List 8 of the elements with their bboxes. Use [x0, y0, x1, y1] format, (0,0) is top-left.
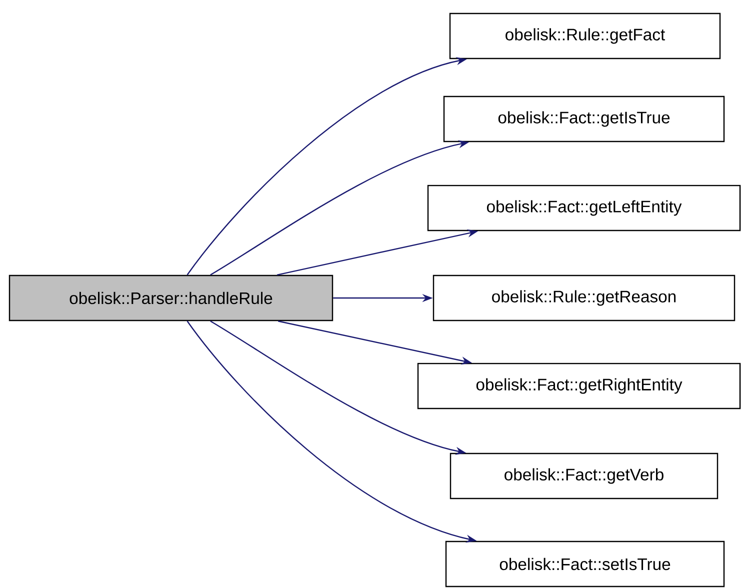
function-box: obelisk::Fact::setIsTrue — [445, 540, 725, 588]
function-box: obelisk::Fact::getRightEntity — [417, 362, 741, 410]
function-box: obelisk::Rule::getReason — [432, 274, 736, 322]
function-box: obelisk::Rule::getFact — [449, 12, 721, 60]
function-box: obelisk::Fact::getIsTrue — [443, 96, 725, 142]
function-box: obelisk::Parser::handleRule — [8, 274, 334, 322]
function-box: obelisk::Fact::getLeftEntity — [427, 184, 741, 232]
function-box: obelisk::Fact::getVerb — [450, 452, 718, 500]
